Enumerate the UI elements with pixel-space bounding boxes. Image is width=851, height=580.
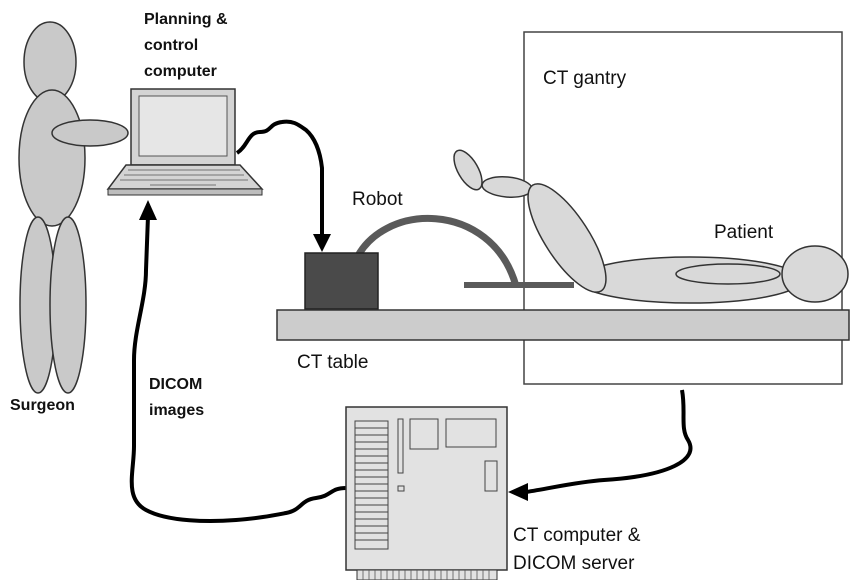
planning-label-line3: computer (144, 63, 217, 80)
robot-arm (350, 214, 520, 287)
surgeon-right-leg (49, 216, 87, 394)
server-label-line1: CT computer & (513, 525, 641, 546)
patient-forearm (453, 149, 483, 191)
server-label-line2: DICOM server (513, 553, 635, 574)
surgeon-torso (18, 89, 86, 227)
surgeon-figure (18, 21, 129, 394)
ct-gantry-label: CT gantry (543, 68, 627, 89)
server-drive-bays (354, 418, 498, 550)
gantry-cable-arrowhead (508, 483, 528, 501)
control-cable (235, 119, 324, 238)
gantry-to-server-cable (525, 389, 693, 494)
robot-base (304, 252, 379, 310)
server-feet (356, 569, 498, 580)
server-cabinet (345, 406, 508, 571)
surgeon-arm (51, 119, 129, 147)
dicom-cable (129, 215, 347, 523)
laptop-base-edge (107, 188, 263, 196)
control-cable-arrowhead (313, 234, 331, 252)
ct-table-label: CT table (297, 352, 368, 373)
planning-label-line1: Planning & (144, 11, 228, 28)
patient-thigh (527, 183, 607, 293)
patient-head (781, 245, 849, 303)
patient-hip-outline (675, 263, 781, 285)
robot-label: Robot (352, 189, 403, 210)
ct-server (345, 406, 508, 580)
planning-label-line2: control (144, 37, 198, 54)
laptop-screen (138, 95, 228, 157)
dicom-cable-arrowhead (139, 200, 157, 220)
surgeon-label: Surgeon (10, 397, 75, 414)
ct-table-slab (276, 309, 850, 341)
dicom-label-line2: images (149, 402, 204, 419)
patient-figure (453, 149, 849, 304)
patient-label: Patient (714, 222, 774, 243)
dicom-label-line1: DICOM (149, 376, 202, 393)
planning-laptop (106, 88, 264, 196)
